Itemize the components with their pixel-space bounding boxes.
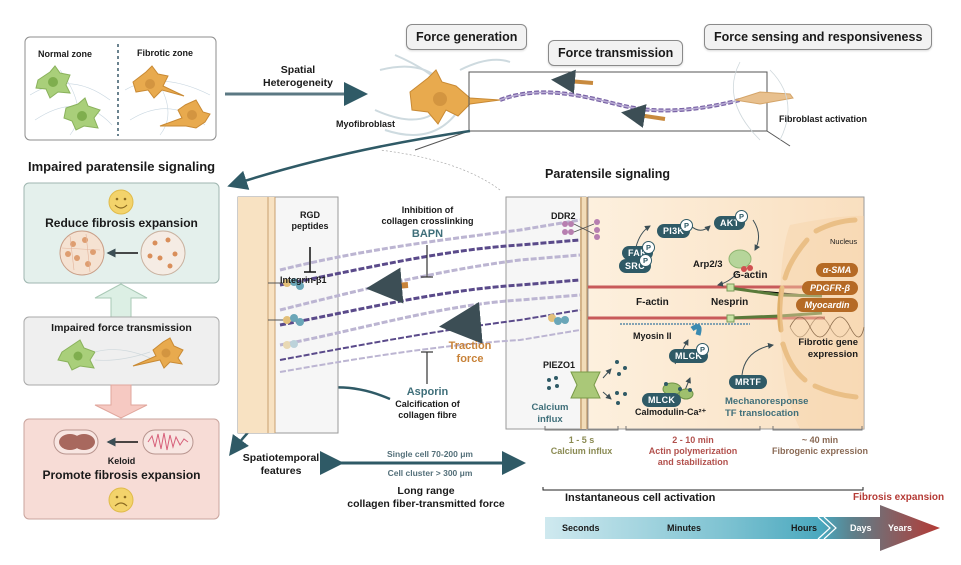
fibrotic-cell <box>159 99 211 129</box>
scale-years: Years <box>888 523 913 533</box>
traction-arrow <box>439 302 483 344</box>
nucleus-envelope <box>777 217 859 400</box>
phospho-badge: P <box>642 241 655 254</box>
calcification-label: Calcification of collagen fibre <box>395 399 460 420</box>
smiley-face-icon <box>108 189 134 215</box>
mechanoresponse-label: Mechanoresponse TF translocation <box>725 396 809 419</box>
down-arrow <box>94 384 148 419</box>
arp23-complex <box>728 249 752 269</box>
traction-arrow <box>366 267 409 304</box>
reduce-fibrosis-label: Reduce fibrosis expansion <box>45 216 198 230</box>
rgd-peptides-label: RGD peptides <box>291 210 329 231</box>
scale-seconds: Seconds <box>562 523 600 533</box>
sad-face-icon <box>108 487 134 513</box>
bapn-label: BAPN <box>411 228 444 240</box>
integrin-label: Integrin-β1 <box>280 275 327 285</box>
force-transmission-box: Force transmission <box>548 40 684 66</box>
arp23-label: Arp2/3 <box>693 259 723 270</box>
gene-pdgfr-beta: PDGFR-β <box>802 281 858 295</box>
ddr2-receptor <box>562 219 600 240</box>
phase-label: Calcium influx <box>550 446 613 456</box>
myosin-head <box>690 324 702 336</box>
fibrotic-zone-label: Fibrotic zone <box>137 48 193 58</box>
gene-myocardin: Myocardin <box>796 298 858 312</box>
fibroblast-activation-label: Fibroblast activation <box>779 114 868 124</box>
inhibition-label: Inhibition of collagen crosslinking <box>381 205 474 226</box>
single-cell-range: Single cell 70-200 μm <box>387 449 473 459</box>
spatial-heterogeneity-label: Spatial Heterogeneity <box>262 64 334 89</box>
spatiotemporal-label: Spatiotemporal features <box>242 452 320 477</box>
scale-minutes: Minutes <box>667 523 702 533</box>
calcium-influx-label: Calcium influx <box>531 402 569 425</box>
keloid-label: Keloid <box>107 456 136 466</box>
phase-time: 1 - 5 s <box>568 435 595 445</box>
force-arrow <box>621 104 666 128</box>
f-actin-label: F-actin <box>636 297 669 308</box>
myofibroblast-cell <box>409 69 501 125</box>
piezo1-label: PIEZO1 <box>543 360 576 370</box>
myofibroblast-label: Myofibroblast <box>336 119 396 129</box>
transmission-box <box>468 71 768 132</box>
mrtf-pill: MRTF <box>729 375 768 389</box>
phase-label: Fibrogenic expression <box>771 446 869 456</box>
phase-time: 2 - 10 min <box>672 435 714 445</box>
force-arrow <box>551 69 594 94</box>
force-generation-box: Force generation <box>406 24 528 50</box>
traction-force-label: Traction force <box>448 340 492 365</box>
phase-time: ~ 40 min <box>801 435 839 445</box>
promote-fibrosis-label: Promote fibrosis expansion <box>42 468 201 482</box>
scar-icon <box>142 429 194 455</box>
scale-days: Days <box>850 523 872 533</box>
nesprin-label: Nesprin <box>711 297 749 308</box>
up-arrow <box>94 283 148 318</box>
force-sensing-box: Force sensing and responsiveness <box>704 24 933 50</box>
long-range-label: Long range collagen fiber-transmitted fo… <box>347 485 505 510</box>
fibrotic-gene-label: Fibrotic gene expression <box>798 337 858 360</box>
curved-arrow-up <box>227 129 471 190</box>
ddr2-label: DDR2 <box>551 211 576 221</box>
fibroblast-cell <box>734 91 794 105</box>
nucleus-label: Nucleus <box>830 237 858 246</box>
phase-label: Actin polymerization <box>648 446 738 456</box>
phospho-badge: P <box>696 343 709 356</box>
scale-hours: Hours <box>791 523 818 533</box>
g-actin-label: G-actin <box>733 270 768 281</box>
cell-cluster-range: Cell cluster > 300 μm <box>387 468 473 478</box>
instantaneous-activation-label: Instantaneous cell activation <box>565 492 716 504</box>
integrin-complex <box>268 278 304 349</box>
fibrotic-cell <box>132 65 185 99</box>
normal-zone-label: Normal zone <box>38 49 93 59</box>
impaired-force-label: Impaired force transmission <box>51 322 192 334</box>
sparse-tissue-icon <box>140 230 186 276</box>
fibrosis-expansion-label: Fibrosis expansion <box>853 492 945 503</box>
myosin-label: Myosin II <box>633 331 672 341</box>
mlck-pill: MLCK <box>642 393 682 407</box>
phospho-badge: P <box>735 210 748 223</box>
asporin-label: Asporin <box>406 386 449 398</box>
phospho-badge: P <box>639 254 652 267</box>
timescale-arrow <box>545 505 940 551</box>
calmodulin-label: Calmodulin-Ca²⁺ <box>635 407 707 417</box>
paratensile-signaling-title: Paratensile signaling <box>545 167 671 181</box>
phase-label: and stabilization <box>657 457 729 467</box>
phospho-badge: P <box>680 219 693 232</box>
gene-alpha-sma: α-SMA <box>816 263 858 277</box>
piezo1-channel <box>570 371 601 399</box>
impaired-paratensile-title: Impaired paratensile signaling <box>28 159 216 174</box>
